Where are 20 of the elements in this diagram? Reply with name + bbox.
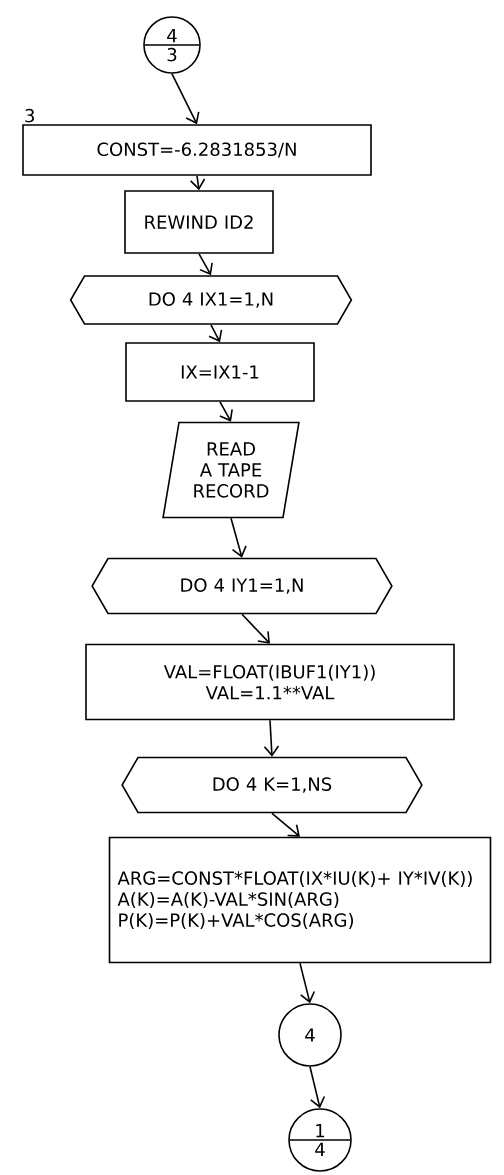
arrow [171,73,200,125]
arrow [208,324,223,343]
arrow [241,613,270,644]
process-box: CONST=-6.2831853/N [22,124,372,176]
loop-hexagon: DO 4 IX1=1,N [69,275,353,325]
process-box: ARG=CONST*FLOAT(IX*IU(K)+ IY*IV(K)) A(K)=A(K)-VAL*SIN(ARG) P(K)=P(K)+VAL*COS(ARG) [108,836,492,964]
process-box: REWIND ID2 [124,190,274,254]
arrow [219,401,233,422]
arrow [230,517,247,558]
loop-hexagon: DO 4 IY1=1,N [91,557,393,615]
arrow [299,962,316,1004]
input-parallelogram: READ A TAPE RECORD [162,421,300,519]
process-box: VAL=FLOAT(IBUF1(IY1)) VAL=1.1**VAL [85,643,455,721]
arrow [263,719,280,757]
arrow [271,812,300,837]
loop-hexagon: DO 4 K=1,NS [121,756,423,814]
arrow [309,1066,326,1109]
process-box: IX=IX1-1 [125,342,315,402]
arrow [198,253,213,276]
statement-number: 3 [25,108,34,123]
